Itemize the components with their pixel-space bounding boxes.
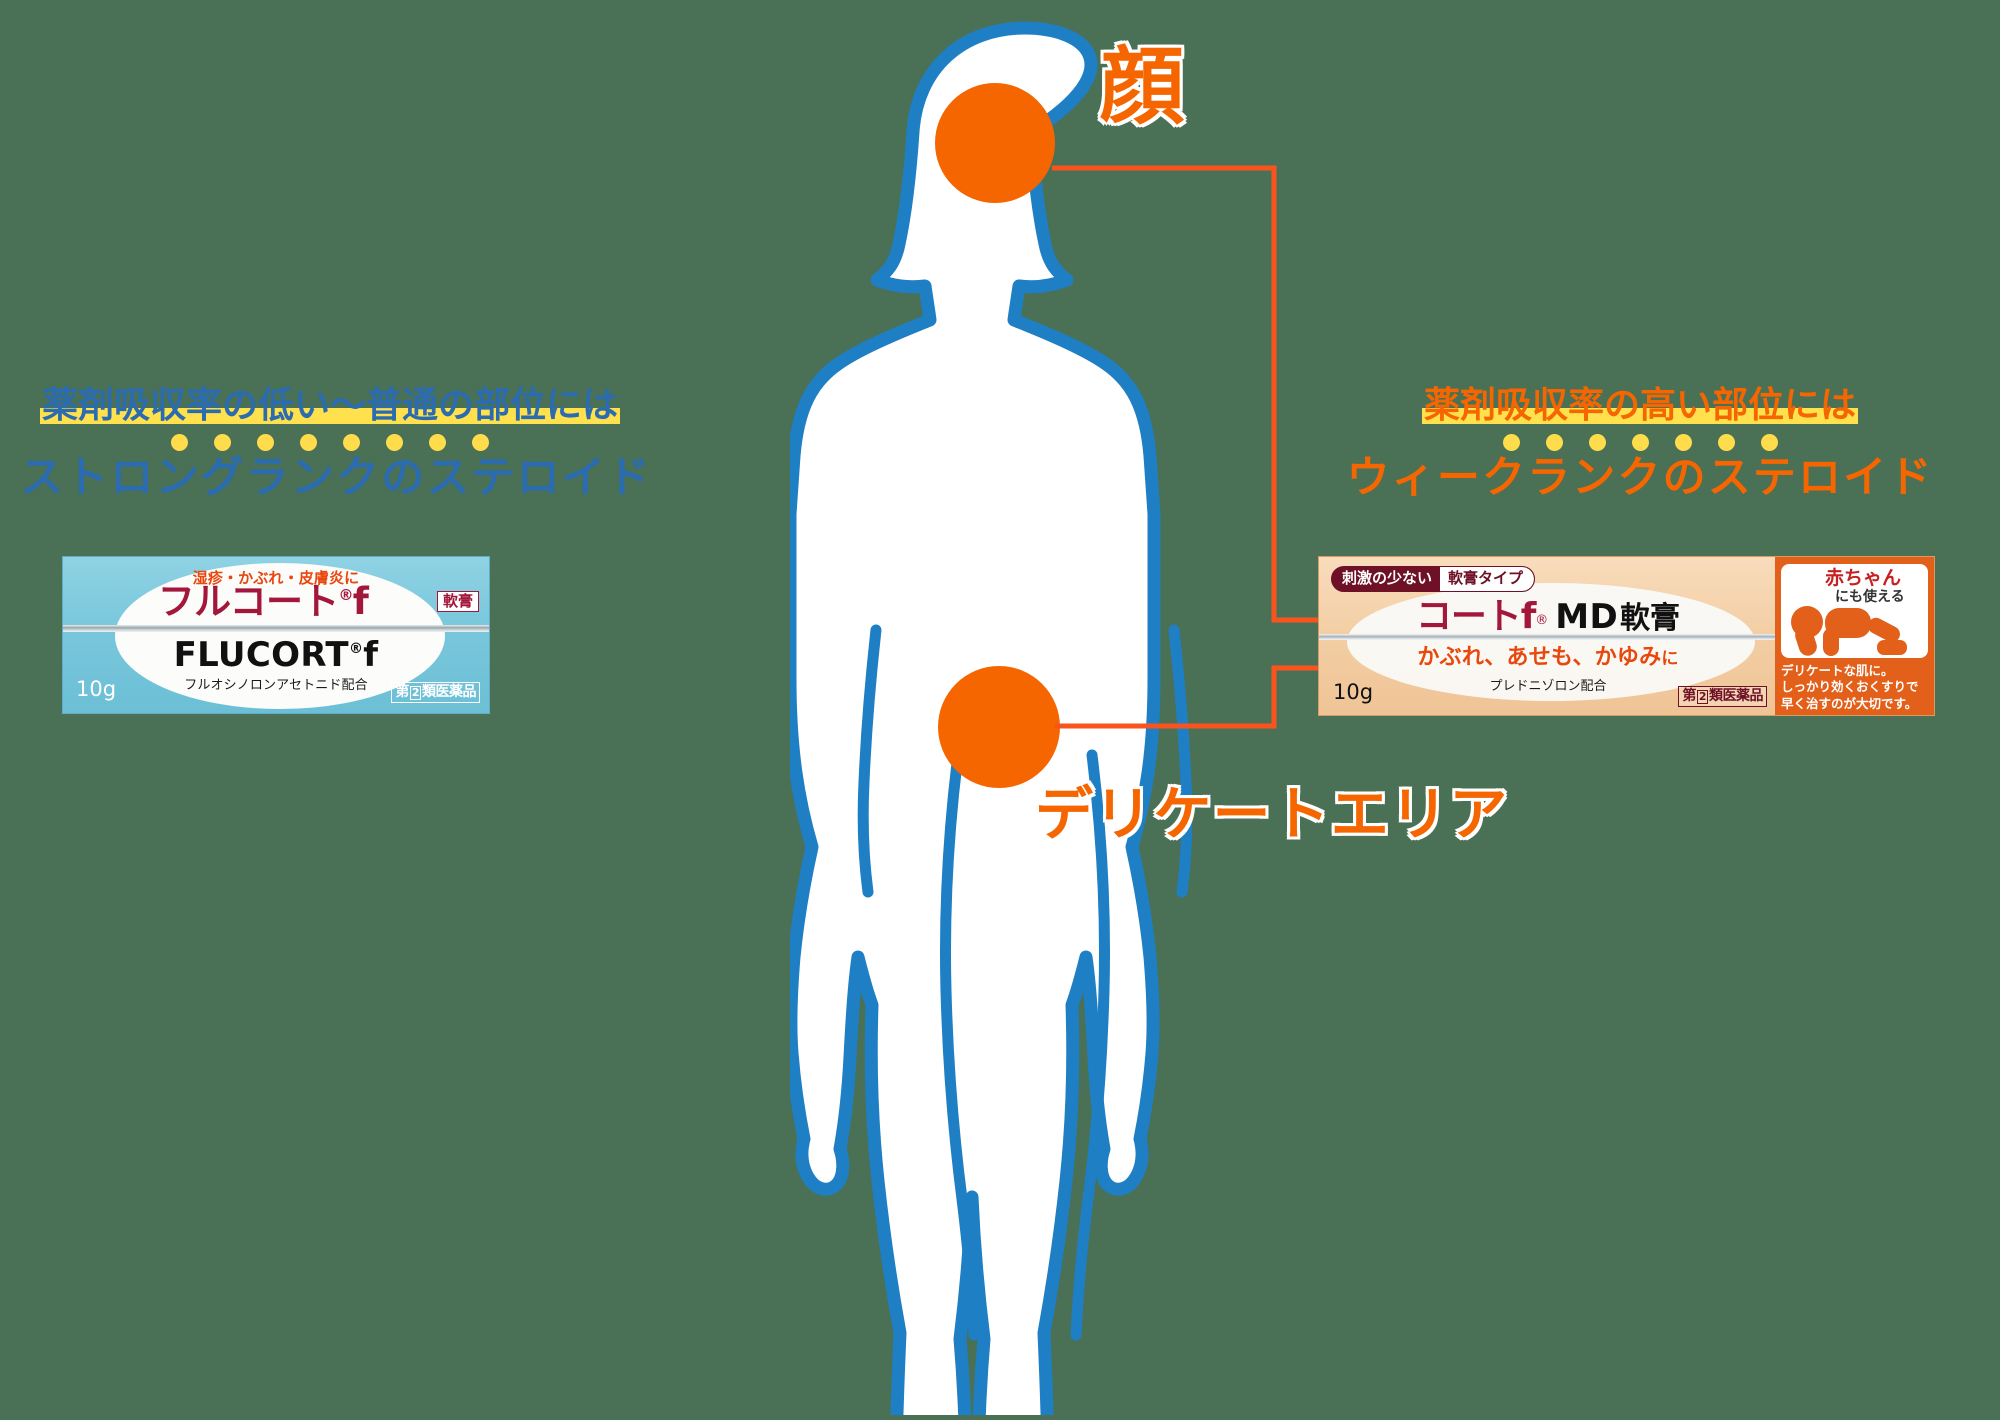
product-right-side-panel: 赤ちゃん にも使える デリケートな肌に。 しっかり効くおくすりで 早く治	[1775, 557, 1934, 715]
crawling-baby-icon	[1791, 606, 1907, 656]
product-right-weight: 10g	[1333, 680, 1374, 704]
emphasis-dot	[472, 434, 489, 452]
product-right-symptoms: かぶれ、あせも、かゆみに	[1319, 647, 1777, 669]
product-left-brand-en-suffix: f	[363, 635, 379, 675]
baby-safe-note-line3: 早く治すのが大切です。	[1781, 695, 1918, 711]
product-right-pill-right: 軟膏タイプ	[1440, 567, 1535, 591]
highlight-circle-face[interactable]	[935, 83, 1055, 203]
baby-safe-title: 赤ちゃん	[1825, 567, 1902, 589]
product-right-ingredient: プレドニゾロン配合	[1489, 679, 1607, 694]
heading-right-line1: 薬剤吸収率の高い部位には	[1421, 385, 1858, 426]
body-contour-lines	[857, 624, 1193, 1341]
class-badge-suffix: 類医薬品	[422, 683, 477, 700]
body-part-label-delicate-area: デリケートエリア	[1035, 780, 1509, 848]
heading-right-line1-text: 薬剤吸収率の高い部位には	[1423, 385, 1856, 426]
heading-low-absorption: 薬剤吸収率の低い〜普通の部位には ストロングランクのステロイド	[20, 385, 653, 505]
emphasis-dot	[214, 434, 231, 452]
emphasis-dot	[386, 434, 403, 452]
product-left-tagline: 湿疹・かぶれ・皮膚炎に	[192, 569, 360, 587]
heading-left-highlight-bar	[39, 408, 620, 425]
class-badge-prefix: 第	[395, 683, 409, 700]
emphasis-dot	[257, 434, 274, 452]
heading-left-dot-row	[20, 434, 640, 452]
emphasis-dot	[1545, 434, 1563, 452]
emphasis-dot	[1588, 434, 1606, 452]
package-silver-band	[1319, 634, 1777, 640]
class-badge-prefix: 第	[1682, 687, 1696, 704]
product-right-symptoms-suffix: に	[1661, 649, 1679, 669]
registered-trademark-icon: ®	[1535, 613, 1549, 628]
body-part-label-face: 顔	[1100, 38, 1186, 136]
product-left-brand-en-text: FLUCORT	[173, 635, 349, 675]
registered-trademark-icon: ®	[348, 641, 364, 657]
product-right-brand: コートf® MD軟膏	[1319, 599, 1777, 635]
product-left-brand-en: FLUCORT®f	[63, 638, 489, 672]
baby-safe-note-line2: しっかり効くおくすりで	[1781, 679, 1919, 695]
product-right-brand-form: 軟膏	[1620, 601, 1681, 636]
class-badge-suffix: 類医薬品	[1709, 687, 1764, 704]
package-oval-graphic	[1347, 583, 1755, 701]
heading-left-line1-text: 薬剤吸収率の低い〜普通の部位には	[41, 385, 618, 426]
product-right-brand-md: MD	[1555, 597, 1619, 637]
product-left-form-badge: 軟膏	[436, 591, 479, 612]
package-oval-graphic	[115, 563, 445, 709]
package-silver-band	[63, 625, 489, 632]
heading-right-dot-row	[1310, 434, 1970, 452]
baby-safe-note: デリケートな肌に。 しっかり効くおくすりで 早く治すのが大切です。	[1781, 663, 1928, 712]
registered-trademark-icon: ®	[338, 586, 353, 604]
emphasis-dot	[1674, 434, 1692, 452]
emphasis-dot	[171, 434, 188, 452]
heading-right-line2: ウィークランクのステロイド	[1346, 453, 1934, 504]
product-left-brand-jp-text: フルコート	[157, 580, 339, 623]
product-package-court-f-md[interactable]: 刺激の少ない 軟膏タイプ コートf® MD軟膏 かぶれ、あせも、かゆみに プレドニ…	[1318, 556, 1935, 716]
highlight-circle-delicate-area[interactable]	[938, 666, 1060, 788]
class-badge-number: 2	[1696, 689, 1708, 704]
product-right-symptoms-text: かぶれ、あせも、かゆみ	[1417, 645, 1662, 670]
emphasis-dot	[1502, 434, 1520, 452]
baby-safe-subtitle: にも使える	[1835, 589, 1905, 605]
product-left-brand-jp: フルコート®f	[63, 583, 463, 620]
emphasis-dot	[429, 434, 446, 452]
heading-left-line1: 薬剤吸収率の低い〜普通の部位には	[39, 385, 620, 426]
product-right-type-pill: 刺激の少ない 軟膏タイプ	[1331, 566, 1536, 592]
product-left-brand-jp-suffix: f	[352, 580, 369, 623]
baby-safe-card: 赤ちゃん にも使える	[1781, 564, 1928, 658]
class-badge-number: 2	[409, 685, 421, 700]
emphasis-dot	[1631, 434, 1649, 452]
heading-left-line2: ストロングランクのステロイド	[20, 453, 653, 504]
product-right-main-face: 刺激の少ない 軟膏タイプ コートf® MD軟膏 かぶれ、あせも、かゆみに プレドニ…	[1319, 557, 1777, 715]
product-right-brand-jp: コートf	[1415, 596, 1536, 637]
emphasis-dot	[1717, 434, 1735, 452]
emphasis-dot	[1760, 434, 1778, 452]
heading-high-absorption: 薬剤吸収率の高い部位には ウィークランクのステロイド	[1310, 385, 1970, 505]
baby-safe-note-line1: デリケートな肌に。	[1781, 663, 1894, 678]
emphasis-dot	[300, 434, 317, 452]
product-left-weight: 10g	[76, 677, 117, 701]
heading-right-highlight-bar	[1421, 408, 1858, 425]
emphasis-dot	[343, 434, 360, 452]
product-package-flucort-f[interactable]: 湿疹・かぶれ・皮膚炎に フルコート®f 軟膏 FLUCORT®f フルオシノロン…	[62, 556, 490, 714]
product-left-ingredient: フルオシノロンアセトニド配合	[184, 678, 368, 693]
product-right-pill-left: 刺激の少ない	[1342, 569, 1433, 587]
